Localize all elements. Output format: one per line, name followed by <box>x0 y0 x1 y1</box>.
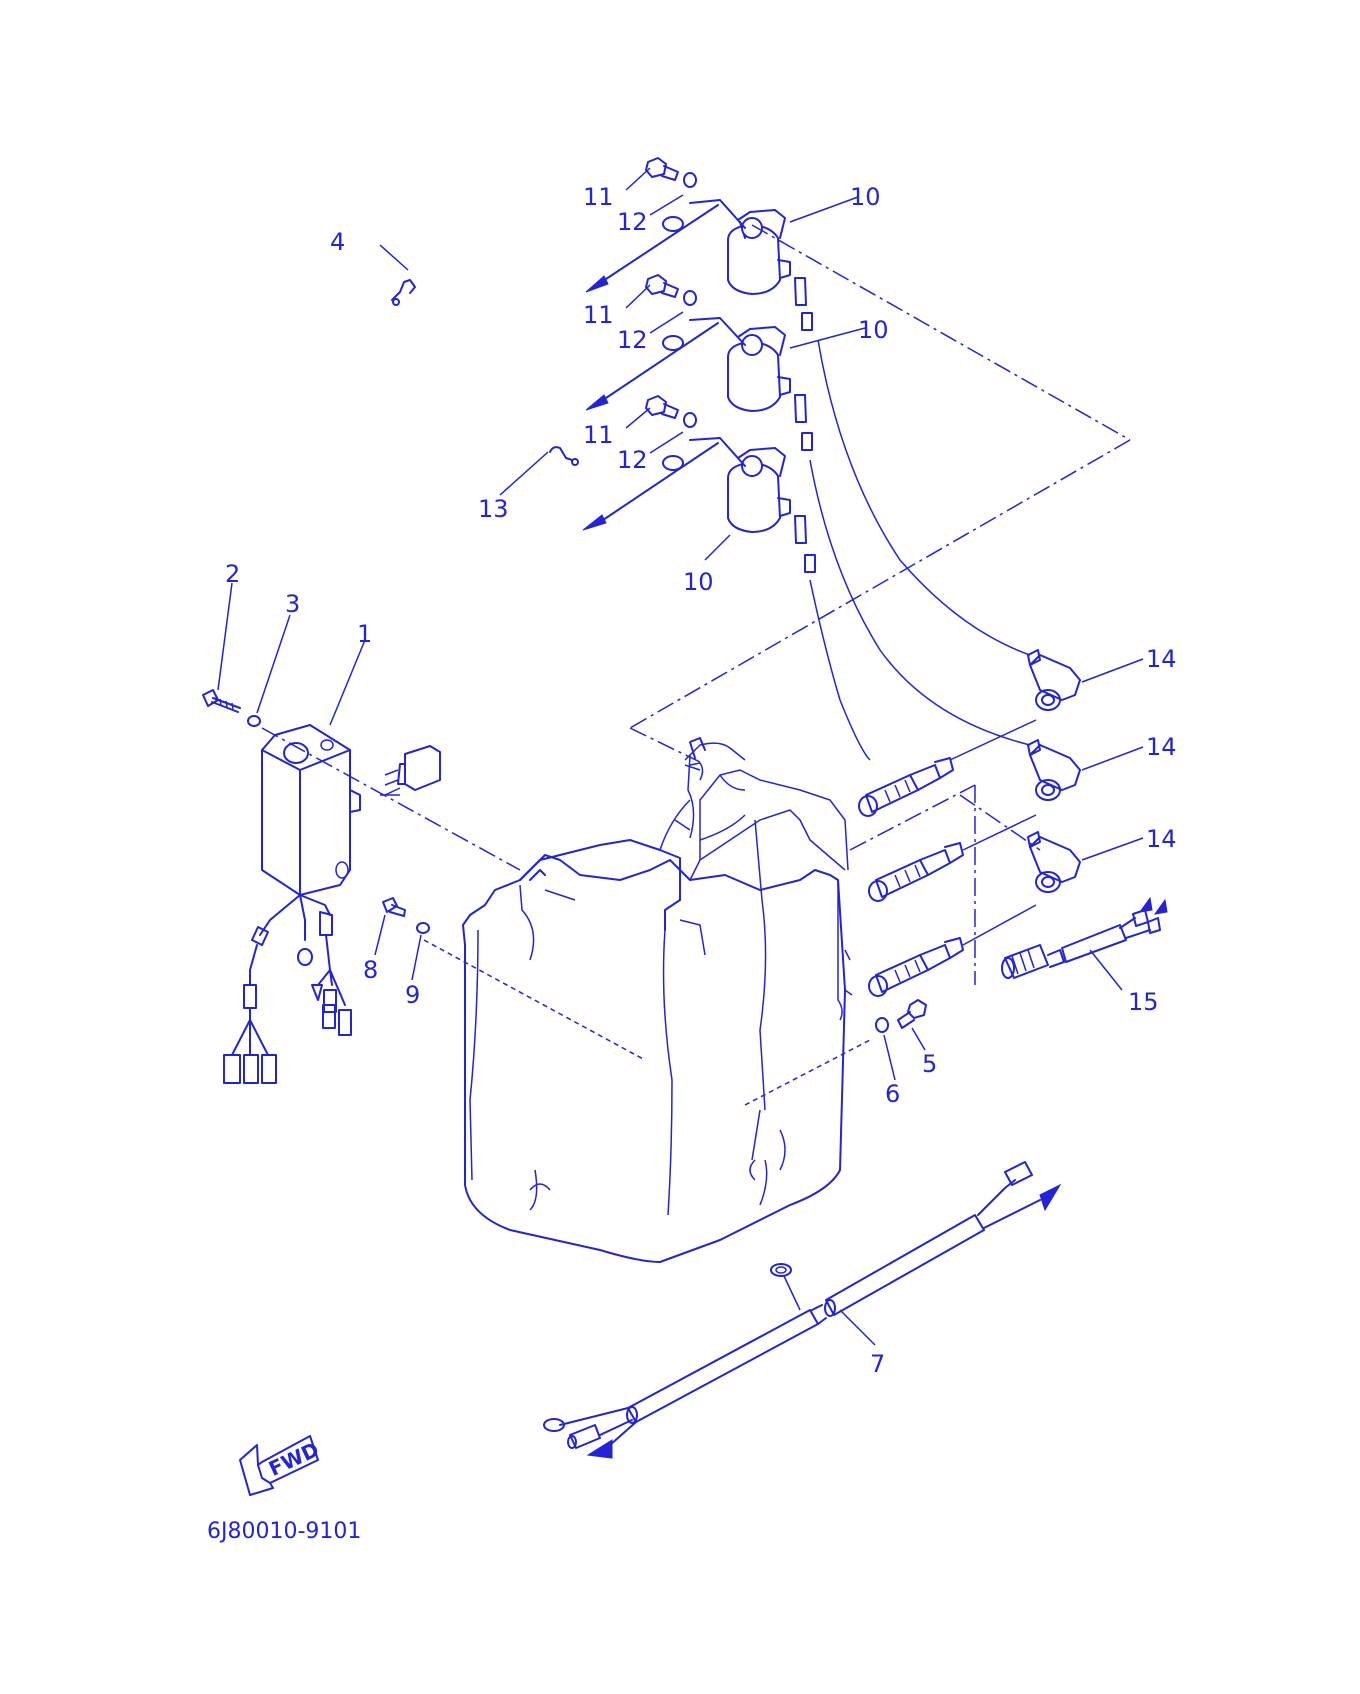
leader-lines <box>217 167 1144 1346</box>
cdi-unit[interactable] <box>223 724 441 1084</box>
callout-10-bottom: 10 <box>683 568 714 596</box>
callout-5: 5 <box>922 1050 937 1078</box>
bolt-11-top[interactable] <box>645 157 679 181</box>
callout-numbers: 1 2 3 4 5 6 7 8 9 10 10 10 11 11 11 12 1… <box>225 183 1177 1378</box>
callout-14-bottom: 14 <box>1146 825 1177 853</box>
washer-12-middle[interactable] <box>662 290 697 351</box>
callout-2: 2 <box>225 560 240 588</box>
callout-6: 6 <box>885 1080 900 1108</box>
clip-13[interactable] <box>549 446 579 466</box>
washer-12-bottom[interactable] <box>662 412 697 471</box>
fwd-arrow-icon: FWD <box>239 1435 323 1496</box>
part-code: 6J80010-9101 <box>207 1519 361 1544</box>
callout-8: 8 <box>363 956 378 984</box>
callout-3: 3 <box>285 590 300 618</box>
bolt-8[interactable] <box>382 897 406 917</box>
callout-9: 9 <box>405 981 420 1009</box>
callout-7: 7 <box>870 1350 885 1378</box>
bolt-5[interactable] <box>897 999 927 1029</box>
washer-9[interactable] <box>416 922 430 934</box>
plug-cap-top[interactable] <box>1027 649 1081 711</box>
wire-harness-7[interactable] <box>543 1161 1062 1459</box>
washer-6[interactable] <box>875 1017 889 1033</box>
callout-15: 15 <box>1128 988 1159 1016</box>
callout-1: 1 <box>357 620 372 648</box>
plug-cap-middle[interactable] <box>1027 739 1081 801</box>
callout-4: 4 <box>330 228 345 256</box>
callout-10-middle: 10 <box>858 316 889 344</box>
callout-12-middle: 12 <box>617 326 648 354</box>
bolt-11-bottom[interactable] <box>645 395 679 419</box>
callout-11-top: 11 <box>583 183 614 211</box>
clip-4[interactable] <box>391 279 416 306</box>
spark-plug-top[interactable] <box>858 719 1037 817</box>
washer-3[interactable] <box>247 715 261 727</box>
washer-12-top[interactable] <box>662 172 697 232</box>
ignition-coil-top[interactable] <box>727 209 807 306</box>
spark-plug-bottom[interactable] <box>868 937 964 997</box>
callout-11-middle: 11 <box>583 301 614 329</box>
callout-11-bottom: 11 <box>583 421 614 449</box>
thermo-sensor[interactable] <box>1001 896 1168 979</box>
ignition-coil-bottom[interactable] <box>727 432 816 573</box>
plug-cap-bottom[interactable] <box>1027 831 1081 893</box>
callout-14-middle: 14 <box>1146 733 1177 761</box>
callout-10-top: 10 <box>850 183 881 211</box>
callout-12-top: 12 <box>617 208 648 236</box>
centerlines-coils <box>629 224 1131 763</box>
callout-14-top: 14 <box>1146 645 1177 673</box>
bolt-11-middle[interactable] <box>645 274 679 298</box>
spark-plug-middle[interactable] <box>868 842 964 902</box>
coil-mount-arrows <box>582 199 746 531</box>
centerline-ecu <box>261 727 521 871</box>
bolt-2[interactable] <box>202 689 241 713</box>
engine-block-outline <box>423 737 871 1263</box>
high-tension-leads <box>809 339 1031 761</box>
ignition-coil-middle[interactable] <box>727 312 813 423</box>
callout-12-bottom: 12 <box>617 446 648 474</box>
plug-centerlines <box>849 784 1041 985</box>
callout-13: 13 <box>478 495 509 523</box>
